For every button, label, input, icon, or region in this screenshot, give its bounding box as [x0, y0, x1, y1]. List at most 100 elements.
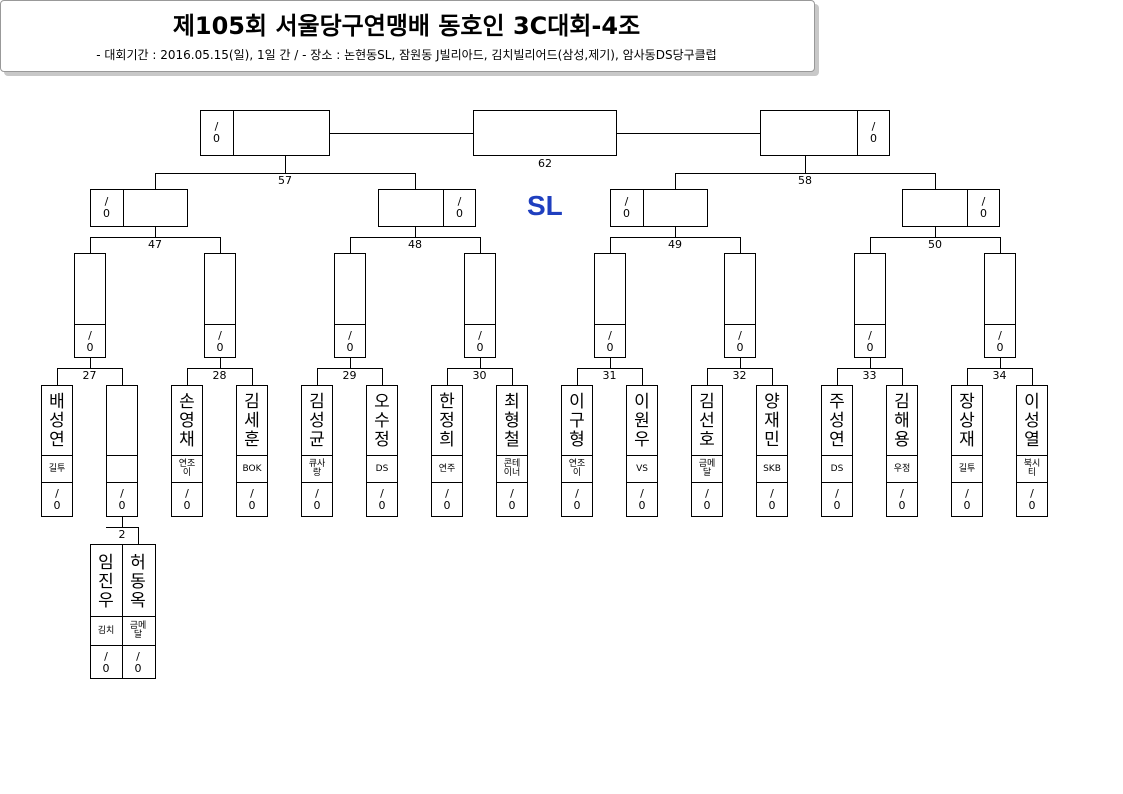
name-char: 동 [130, 571, 146, 592]
score-slash: / [348, 328, 352, 342]
bracket-line [756, 482, 788, 483]
bracket-line [870, 357, 871, 368]
player-club: 길투 [41, 456, 73, 482]
round2-score: /0 [74, 325, 106, 358]
bracket-line [617, 133, 760, 134]
score-value: 0 [346, 340, 354, 354]
club-line: SKB [763, 463, 781, 474]
player-name [106, 388, 138, 455]
round3-slot [90, 189, 188, 227]
name-char: 김 [699, 392, 715, 412]
slot-score: /0 [90, 189, 123, 227]
bracket-line [951, 482, 983, 483]
player-card [366, 385, 398, 517]
player-card [626, 385, 658, 517]
club-line: 연조 [568, 459, 586, 469]
bracket-line [967, 368, 968, 385]
round2-slot [984, 253, 1016, 358]
page-title: 제105회 서울당구연맹배 동호인 3C대회-4조 [172, 12, 641, 40]
score-value: 0 [768, 498, 776, 512]
score-value: 0 [703, 498, 711, 512]
player-score: /0 [626, 483, 658, 516]
player-score: /0 [496, 483, 528, 516]
match-number: 34 [992, 369, 1007, 382]
name-char: 세 [244, 411, 260, 431]
round2-score: /0 [984, 325, 1016, 358]
round2-score: /0 [334, 325, 366, 358]
bracket-line [1000, 357, 1001, 368]
semifinal-slot [760, 110, 890, 156]
bracket-line [220, 357, 221, 368]
bracket-line [366, 482, 398, 483]
score-slash: / [705, 486, 709, 500]
name-char: 김 [244, 392, 260, 412]
bracket-line [447, 368, 512, 369]
name-char: 호 [699, 430, 715, 450]
player-club: SKB [756, 456, 788, 482]
bracket-line [350, 237, 480, 238]
player-card [561, 385, 593, 517]
match-number: 49 [668, 238, 682, 251]
name-char: 장 [959, 392, 975, 412]
bracket-line [301, 455, 333, 456]
player-card [691, 385, 723, 517]
player-club: BOK [236, 456, 268, 482]
score-slash: / [185, 486, 189, 500]
bracket-line [171, 455, 203, 456]
player-club: 우정 [886, 456, 918, 482]
bracket-line [935, 173, 936, 189]
bracket-line [431, 455, 463, 456]
bracket-line [350, 357, 351, 368]
bracket-line [171, 482, 203, 483]
score-slash: / [136, 649, 140, 663]
bracket-line [122, 544, 123, 679]
name-char: 철 [504, 430, 520, 450]
score-slash: / [55, 486, 59, 500]
score-value: 0 [86, 340, 94, 354]
score-value: 0 [456, 207, 463, 220]
match-number: 2 [118, 528, 126, 541]
score-slash: / [478, 328, 482, 342]
name-char: 선 [699, 411, 715, 431]
bracket-line [805, 156, 806, 173]
bracket-line [642, 368, 643, 385]
name-char: 이 [569, 392, 585, 412]
player-club: DS [366, 456, 398, 482]
player-score: /0 [691, 483, 723, 516]
match-number: 33 [862, 369, 877, 382]
player-card [756, 385, 788, 517]
name-char: 김 [309, 392, 325, 412]
score-slash: / [900, 486, 904, 500]
score-value: 0 [378, 498, 386, 512]
player-club: VS [626, 456, 658, 482]
name-char: 이 [1024, 392, 1040, 412]
score-slash: / [445, 486, 449, 500]
player-score: /0 [122, 646, 154, 679]
score-slash: / [575, 486, 579, 500]
bracket-line [57, 368, 58, 385]
score-value: 0 [216, 340, 224, 354]
bracket-line [496, 455, 528, 456]
player-card [106, 385, 138, 517]
bracket-line [317, 368, 382, 369]
match-number: 57 [278, 174, 292, 187]
player-card [496, 385, 528, 517]
player-card [236, 385, 268, 517]
bracket-line [187, 368, 252, 369]
bracket-line [577, 368, 578, 385]
club-line: 달 [133, 630, 143, 640]
bracket-line [740, 237, 741, 253]
score-slash: / [120, 486, 124, 500]
bracket-line [886, 482, 918, 483]
round2-score: /0 [464, 325, 496, 358]
club-line: 길투 [958, 463, 976, 474]
bracket-line [1032, 368, 1033, 385]
